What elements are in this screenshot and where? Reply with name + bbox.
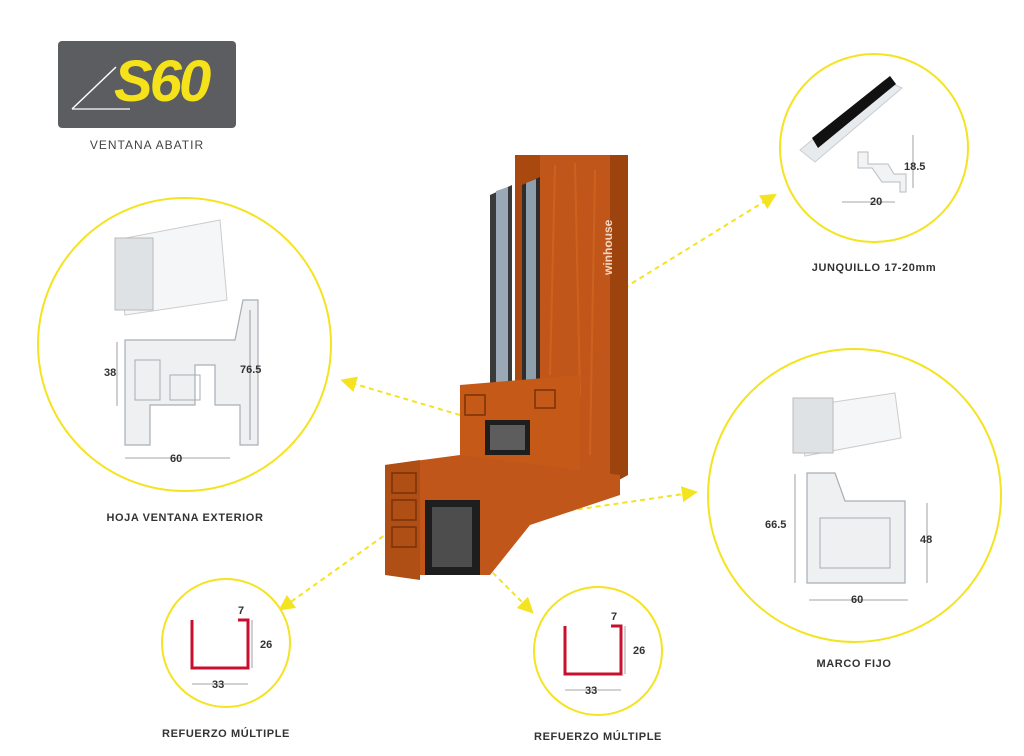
s60-logo: S60 bbox=[58, 41, 236, 128]
refuerzo-right-label: REFUERZO MÚLTIPLE bbox=[534, 731, 662, 743]
window-cross-section: winhouse bbox=[385, 155, 628, 580]
refuerzo-left-height: 26 bbox=[260, 639, 272, 651]
logo-slash-icon bbox=[71, 66, 130, 110]
detail-circle-marco bbox=[707, 348, 1002, 643]
marco-drawing: 66.5 48 60 bbox=[765, 392, 932, 606]
hoja-drawing: 38 76.5 60 bbox=[104, 219, 261, 465]
refuerzo-left-width: 33 bbox=[212, 679, 224, 691]
brand-watermark: winhouse bbox=[601, 219, 615, 276]
junquillo-label: JUNQUILLO 17-20mm bbox=[811, 262, 937, 274]
marco-width: 60 bbox=[851, 594, 863, 606]
junquillo-width: 20 bbox=[870, 196, 882, 208]
logo-text: S60 bbox=[114, 49, 211, 114]
refuerzo-left-top: 7 bbox=[238, 605, 244, 617]
hoja-left-height: 38 bbox=[104, 367, 116, 379]
marco-left-height: 66.5 bbox=[765, 519, 786, 531]
junquillo-drawing: 18.5 20 bbox=[799, 76, 925, 208]
refuerzo-left-drawing: 7 26 33 bbox=[190, 605, 272, 691]
refuerzo-right-height: 26 bbox=[633, 645, 645, 657]
refuerzo-right-top: 7 bbox=[611, 611, 617, 623]
hoja-width: 60 bbox=[170, 453, 182, 465]
detail-circle-refuerzo-right bbox=[533, 586, 663, 716]
refuerzo-right-width: 33 bbox=[585, 685, 597, 697]
junquillo-height: 18.5 bbox=[904, 161, 925, 173]
refuerzo-left-label: REFUERZO MÚLTIPLE bbox=[162, 728, 290, 740]
marco-right-height: 48 bbox=[920, 534, 932, 546]
connector-marco bbox=[559, 486, 698, 513]
product-subtitle: VENTANA ABATIR bbox=[89, 138, 205, 152]
detail-circle-refuerzo-left bbox=[161, 578, 291, 708]
hoja-right-height: 76.5 bbox=[240, 364, 261, 376]
hoja-label: HOJA VENTANA EXTERIOR bbox=[106, 512, 264, 524]
marco-label: MARCO FIJO bbox=[816, 658, 892, 670]
refuerzo-right-drawing: 7 26 33 bbox=[563, 611, 645, 697]
connector-hoja bbox=[340, 376, 461, 416]
